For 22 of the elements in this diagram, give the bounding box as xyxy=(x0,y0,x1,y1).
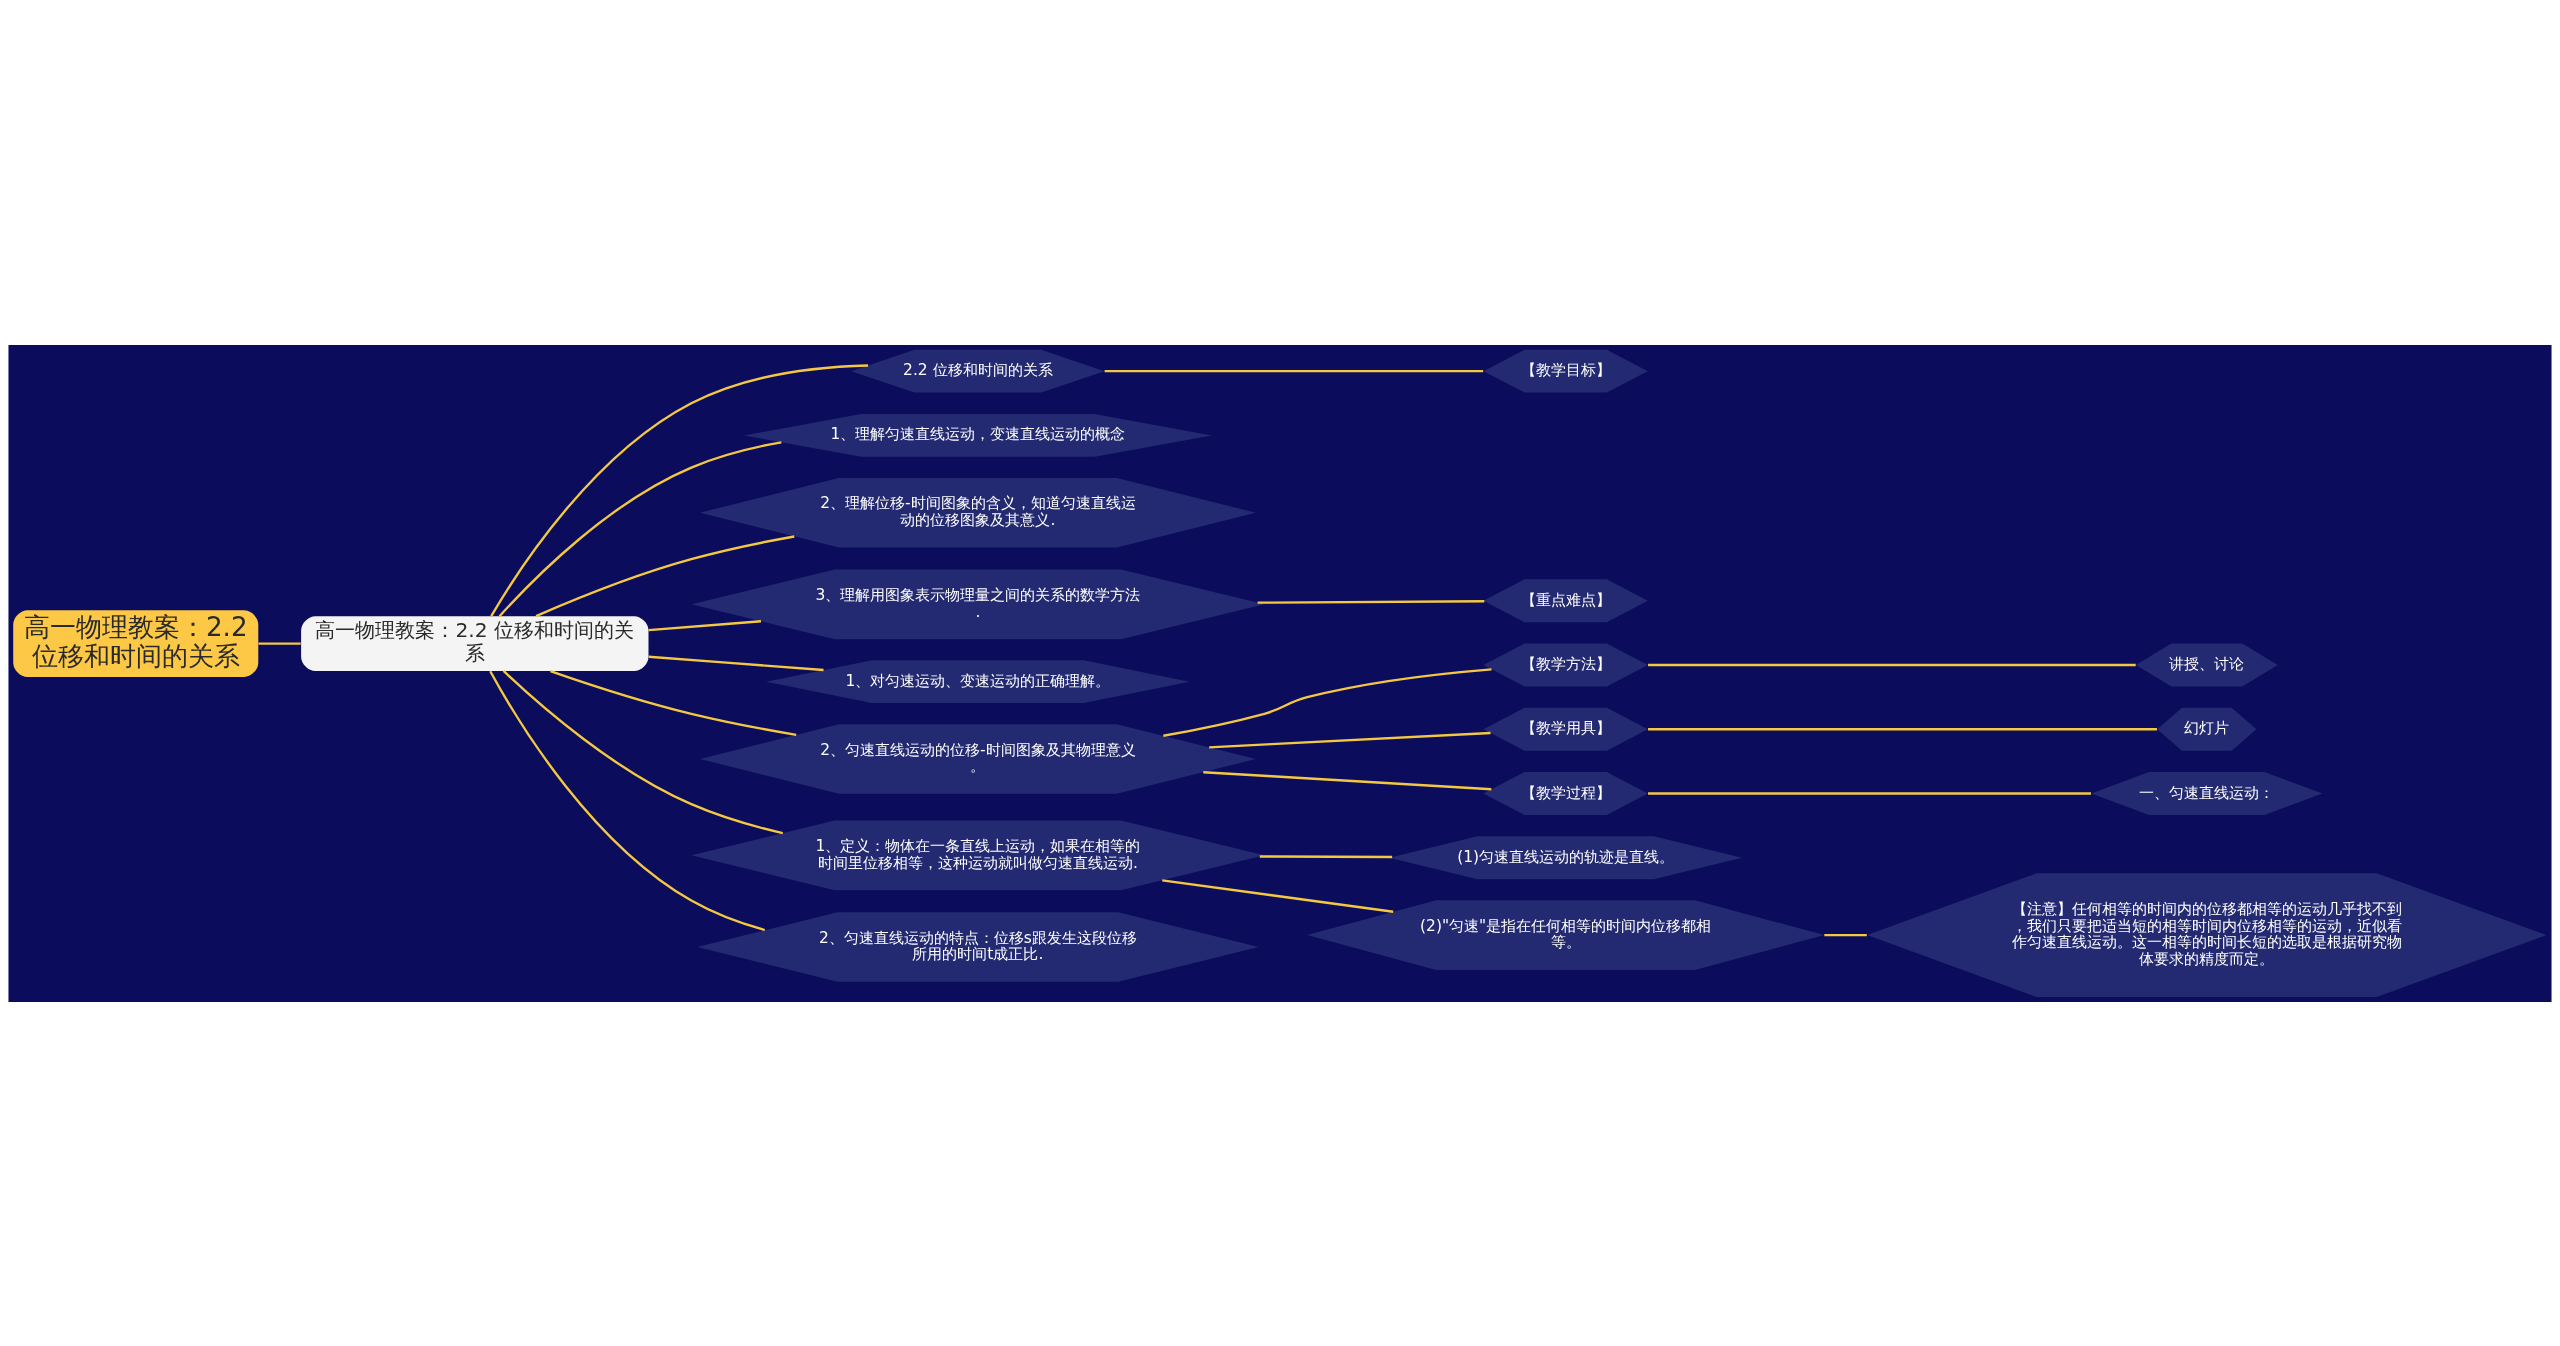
connector xyxy=(489,670,766,931)
connector xyxy=(1648,727,2157,730)
node-box: 高一物理教案：2.2 位移和时间的关系 xyxy=(301,615,649,671)
connector xyxy=(502,669,783,834)
connector xyxy=(535,534,795,617)
connector xyxy=(258,641,301,645)
node-box: 高一物理教案：2.2 位移和时间的关系 xyxy=(13,609,259,677)
connector xyxy=(1163,667,1492,737)
connector xyxy=(498,440,782,617)
connector xyxy=(1203,770,1492,790)
connector xyxy=(1209,731,1491,748)
connector xyxy=(648,619,762,631)
connector xyxy=(1162,878,1394,913)
connector xyxy=(1648,663,2136,666)
connector xyxy=(490,363,869,617)
connector xyxy=(1648,791,2091,795)
connector xyxy=(1257,599,1485,604)
connector xyxy=(1104,369,1484,372)
connector xyxy=(550,669,797,736)
connector xyxy=(1259,854,1393,858)
connector xyxy=(648,655,824,671)
connector xyxy=(1824,933,1867,936)
